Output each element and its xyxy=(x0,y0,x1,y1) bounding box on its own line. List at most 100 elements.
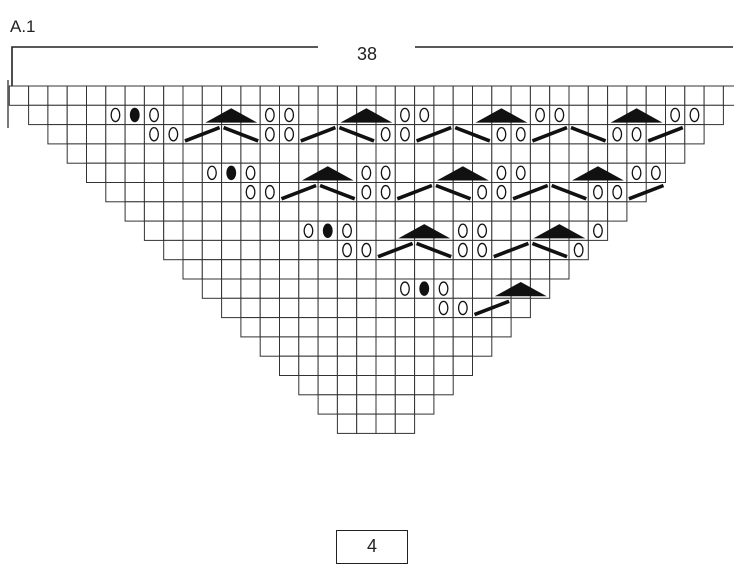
grid-cell xyxy=(182,85,203,106)
grid-cell xyxy=(86,124,107,145)
grid-cell xyxy=(529,162,551,183)
grid-cell xyxy=(645,85,667,106)
grid-cell xyxy=(201,278,223,299)
left-leaning-decrease-symbol xyxy=(493,241,530,259)
grid-cell xyxy=(665,143,686,164)
yarn-over-symbol xyxy=(168,127,179,142)
twisted-stitch-symbol xyxy=(322,223,333,238)
right-leaning-decrease-symbol xyxy=(551,183,587,201)
left-leaning-decrease-symbol xyxy=(184,125,221,143)
left-leaning-decrease-symbol xyxy=(473,299,510,317)
yarn-over-symbol xyxy=(650,165,661,181)
grid-cell xyxy=(472,259,493,280)
grid-cell xyxy=(607,143,628,164)
grid-cell xyxy=(394,162,416,183)
grid-cell xyxy=(259,259,281,280)
grid-cell xyxy=(240,239,261,261)
grid-cell xyxy=(279,336,300,357)
grid-cell xyxy=(336,85,358,106)
grid-cell xyxy=(375,336,396,357)
grid-cell xyxy=(221,143,242,164)
grid-cell xyxy=(452,278,474,299)
grid-cell xyxy=(414,336,435,357)
grid-cell xyxy=(433,336,454,357)
grid-cell xyxy=(317,375,338,396)
yarn-over-symbol xyxy=(303,223,314,238)
grid-cell xyxy=(452,104,474,126)
grid-cell xyxy=(356,375,377,396)
grid-cell xyxy=(124,162,145,183)
grid-cell xyxy=(433,317,454,338)
grid-cell xyxy=(201,143,223,164)
grid-cell xyxy=(336,297,358,319)
yarn-over-symbol xyxy=(496,127,507,142)
yarn-over-symbol xyxy=(631,127,642,142)
grid-cell xyxy=(317,336,338,357)
grid-cell xyxy=(491,259,512,280)
grid-cell xyxy=(568,143,589,164)
grid-cell xyxy=(587,85,609,106)
grid-cell xyxy=(105,85,126,106)
grid-cell xyxy=(259,239,281,261)
grid-cell xyxy=(66,124,87,145)
grid-cell xyxy=(317,394,338,415)
grid-cell xyxy=(568,201,589,222)
twisted-stitch-symbol xyxy=(419,281,430,296)
grid-cell xyxy=(491,201,512,222)
stitch-count-bottom: 4 xyxy=(336,530,408,564)
grid-cell xyxy=(124,182,145,203)
grid-cell xyxy=(375,143,396,164)
grid-cell xyxy=(356,317,377,338)
grid-cell xyxy=(279,278,300,299)
grid-cell xyxy=(86,85,107,106)
grid-cell xyxy=(279,201,300,222)
left-leaning-decrease-symbol xyxy=(377,241,414,259)
yarn-over-symbol xyxy=(380,165,391,181)
grid-cell xyxy=(298,104,319,126)
yarn-over-symbol xyxy=(245,165,256,181)
grid-cell xyxy=(279,220,300,241)
grid-cell xyxy=(703,85,724,106)
grid-cell xyxy=(356,201,377,222)
grid-cell xyxy=(626,85,647,106)
yarn-over-symbol xyxy=(245,184,256,200)
yarn-over-symbol xyxy=(361,184,372,200)
double-decrease-symbol xyxy=(205,108,258,123)
grid-cell xyxy=(433,143,454,164)
grid-cell xyxy=(143,85,165,106)
grid-cell xyxy=(414,297,435,319)
grid-cell xyxy=(491,220,512,241)
grid-cell xyxy=(240,297,261,319)
grid-cell xyxy=(259,278,281,299)
grid-cell xyxy=(66,104,87,126)
grid-cell xyxy=(298,85,319,106)
grid-cell xyxy=(259,201,281,222)
grid-cell xyxy=(414,355,435,377)
left-leaning-decrease-symbol xyxy=(396,183,433,201)
grid-cell xyxy=(356,278,377,299)
grid-cell xyxy=(356,355,377,377)
grid-cell xyxy=(124,85,145,106)
yarn-over-symbol xyxy=(457,300,468,316)
grid-cell xyxy=(375,85,396,106)
yarn-over-symbol xyxy=(689,107,700,123)
grid-cell xyxy=(626,143,647,164)
grid-cell xyxy=(47,104,68,126)
yarn-over-symbol xyxy=(400,281,410,296)
grid-cell xyxy=(414,259,435,280)
grid-cell xyxy=(665,85,686,106)
grid-cell xyxy=(66,85,87,106)
grid-cell xyxy=(433,259,454,280)
yarn-over-symbol xyxy=(400,127,410,142)
grid-cell xyxy=(298,239,319,261)
grid-cell xyxy=(472,85,493,106)
twisted-stitch-symbol xyxy=(226,165,237,181)
grid-cell xyxy=(317,259,338,280)
grid-cell xyxy=(201,259,223,280)
grid-cell xyxy=(143,220,165,241)
grid-cell xyxy=(375,278,396,299)
grid-cell xyxy=(684,85,705,106)
grid-cell xyxy=(375,413,396,434)
grid-cell xyxy=(298,355,319,377)
grid-cell xyxy=(549,85,570,106)
